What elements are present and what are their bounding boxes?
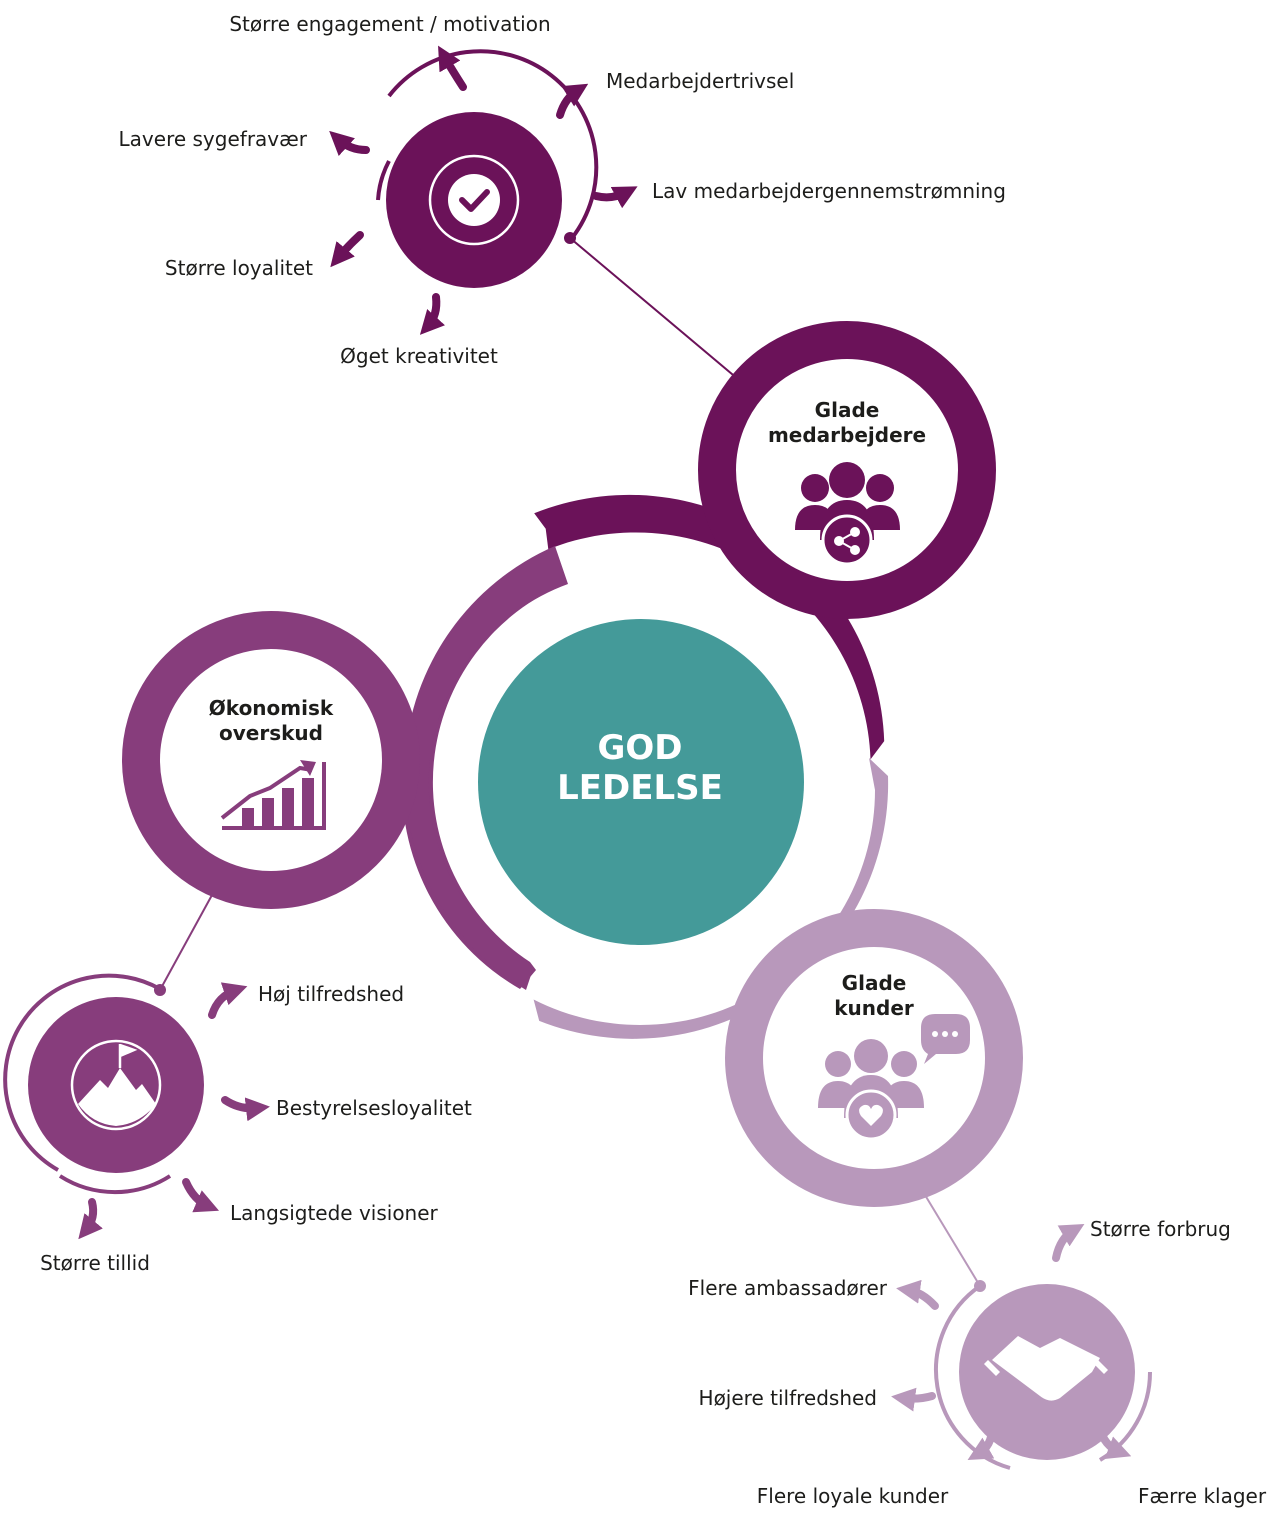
satellite-economy-arc2 (58, 1174, 172, 1195)
node-economy-title: Økonomisk overskud (171, 696, 371, 746)
checkmark-icon-tick (459, 189, 490, 212)
benefit-arrows-customers (891, 1224, 1132, 1460)
center-circle (478, 619, 804, 945)
satellite-employees-arc2 (376, 160, 391, 201)
center-title: GOD LEDELSE (480, 728, 800, 808)
cycle-arrow-mid-outer (404, 546, 568, 990)
satellite-employees-dot (564, 232, 576, 244)
growth-chart-icon (220, 760, 326, 830)
benefit-label: Langsigtede visioner (230, 1201, 438, 1225)
benefit-label: Bestyrelsesloyalitet (276, 1096, 472, 1120)
mountain-flag-icon (78, 1068, 156, 1126)
satellite-employees-arc (387, 49, 599, 240)
connector-line-economy (159, 894, 213, 991)
benefit-label: Større tillid (40, 1251, 150, 1275)
node-customers-title-line2: kunder (834, 996, 914, 1020)
connector-line-employees (569, 237, 746, 386)
node-employees-title-line1: Glade (814, 398, 880, 422)
checkmark-icon (448, 174, 500, 226)
benefit-label: Lavere sygefravær (118, 127, 307, 151)
node-economy-ring (122, 611, 420, 909)
benefit-label: Flere loyale kunder (756, 1484, 949, 1508)
benefit-arrows-employees (329, 45, 638, 335)
satellite-customers-dot (974, 1280, 986, 1292)
node-customers-title: Glade kunder (774, 971, 974, 1021)
share-glyph (834, 527, 860, 555)
benefit-label: Høj tilfredshed (258, 982, 405, 1006)
handshake-icon (984, 1336, 1108, 1401)
center-title-line2: LEDELSE (557, 768, 723, 808)
mountain-flag-icon-flag (118, 1043, 138, 1068)
benefit-arrows-economy (78, 982, 270, 1240)
connector-line-customers (924, 1194, 981, 1287)
benefit-label: Lav medarbejdergennemstrømning (652, 179, 1006, 203)
chat-dots-glyph (932, 1031, 958, 1037)
benefit-label: Flere ambassadører (688, 1276, 887, 1300)
satellite-economy-dot (154, 984, 166, 996)
node-customers-title-line1: Glade (841, 971, 907, 995)
benefit-label: Større engagement / motivation (229, 12, 551, 36)
node-employees-title-line2: medarbejdere (767, 423, 927, 447)
center-title-line1: GOD (597, 728, 683, 768)
checkmark-icon-ring (428, 154, 520, 246)
benefit-label: Større loyalitet (164, 256, 313, 280)
benefit-label: Øget kreativitet (340, 344, 498, 368)
node-employees-title: Glade medarbejdere (747, 398, 947, 448)
heart-glyph (859, 1104, 883, 1126)
benefit-label: Færre klager (1138, 1484, 1267, 1508)
node-economy-title-line2: overskud (219, 721, 323, 745)
node-economy-title-line1: Økonomisk (208, 696, 334, 720)
benefit-label: Større forbrug (1090, 1217, 1231, 1241)
benefit-label: Højere tilfredshed (698, 1386, 877, 1410)
satellite-economy-arc (3, 973, 161, 1172)
benefit-label: Medarbejdertrivsel (606, 69, 795, 93)
mountain-flag-icon-ring (70, 1039, 162, 1131)
